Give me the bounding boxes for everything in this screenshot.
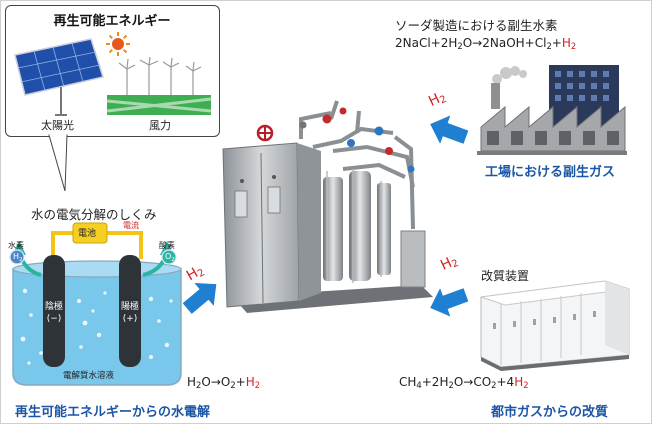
soda-production-title: ソーダ製造における副生水素: [395, 18, 558, 33]
soda-production-equation: 2NaCl+2H2O→2NaOH+Cl2+H2: [395, 36, 577, 51]
solar-panel-icon: [14, 38, 104, 116]
arrow-from-factory: [430, 115, 469, 144]
city-gas-reforming-caption: 都市ガスからの改質: [491, 405, 609, 420]
arrow-from-reformer: [430, 288, 469, 317]
wind-farm-icon: [107, 57, 211, 115]
cathode-label: 陰極(−): [44, 302, 63, 324]
hydrogen-label: 水素: [8, 241, 24, 250]
renewable-energy-title: 再生可能エネルギー: [53, 14, 171, 29]
sun-icon: [106, 32, 130, 56]
arrow-from-electrolysis: [182, 282, 217, 314]
o2-gas-bubble-label: O2: [165, 252, 175, 263]
h2-gas-bubble-label: H2: [13, 252, 23, 263]
electrolyte-solution-label: 電解質水溶液: [63, 371, 115, 381]
anode-label: 陽極(+): [120, 302, 139, 324]
reformer-title: 改質装置: [481, 269, 530, 283]
water-electrolysis-equation: H2O→O2+H2: [187, 375, 261, 390]
water-electrolysis-caption: 再生可能エネルギーからの水電解: [15, 405, 211, 420]
electrolysis-title: 水の電気分解のしくみ: [31, 207, 157, 222]
oxygen-label: 酸素: [159, 241, 175, 250]
reforming-equation: CH4+2H2O→CO2+4H2: [399, 375, 529, 390]
factory-byproduct-caption: 工場における副生ガス: [485, 165, 616, 180]
current-label: 電流: [123, 221, 139, 230]
battery-label: 電池: [78, 229, 97, 239]
wind-label: 風力: [149, 119, 171, 132]
solar-label: 太陽光: [41, 119, 74, 132]
